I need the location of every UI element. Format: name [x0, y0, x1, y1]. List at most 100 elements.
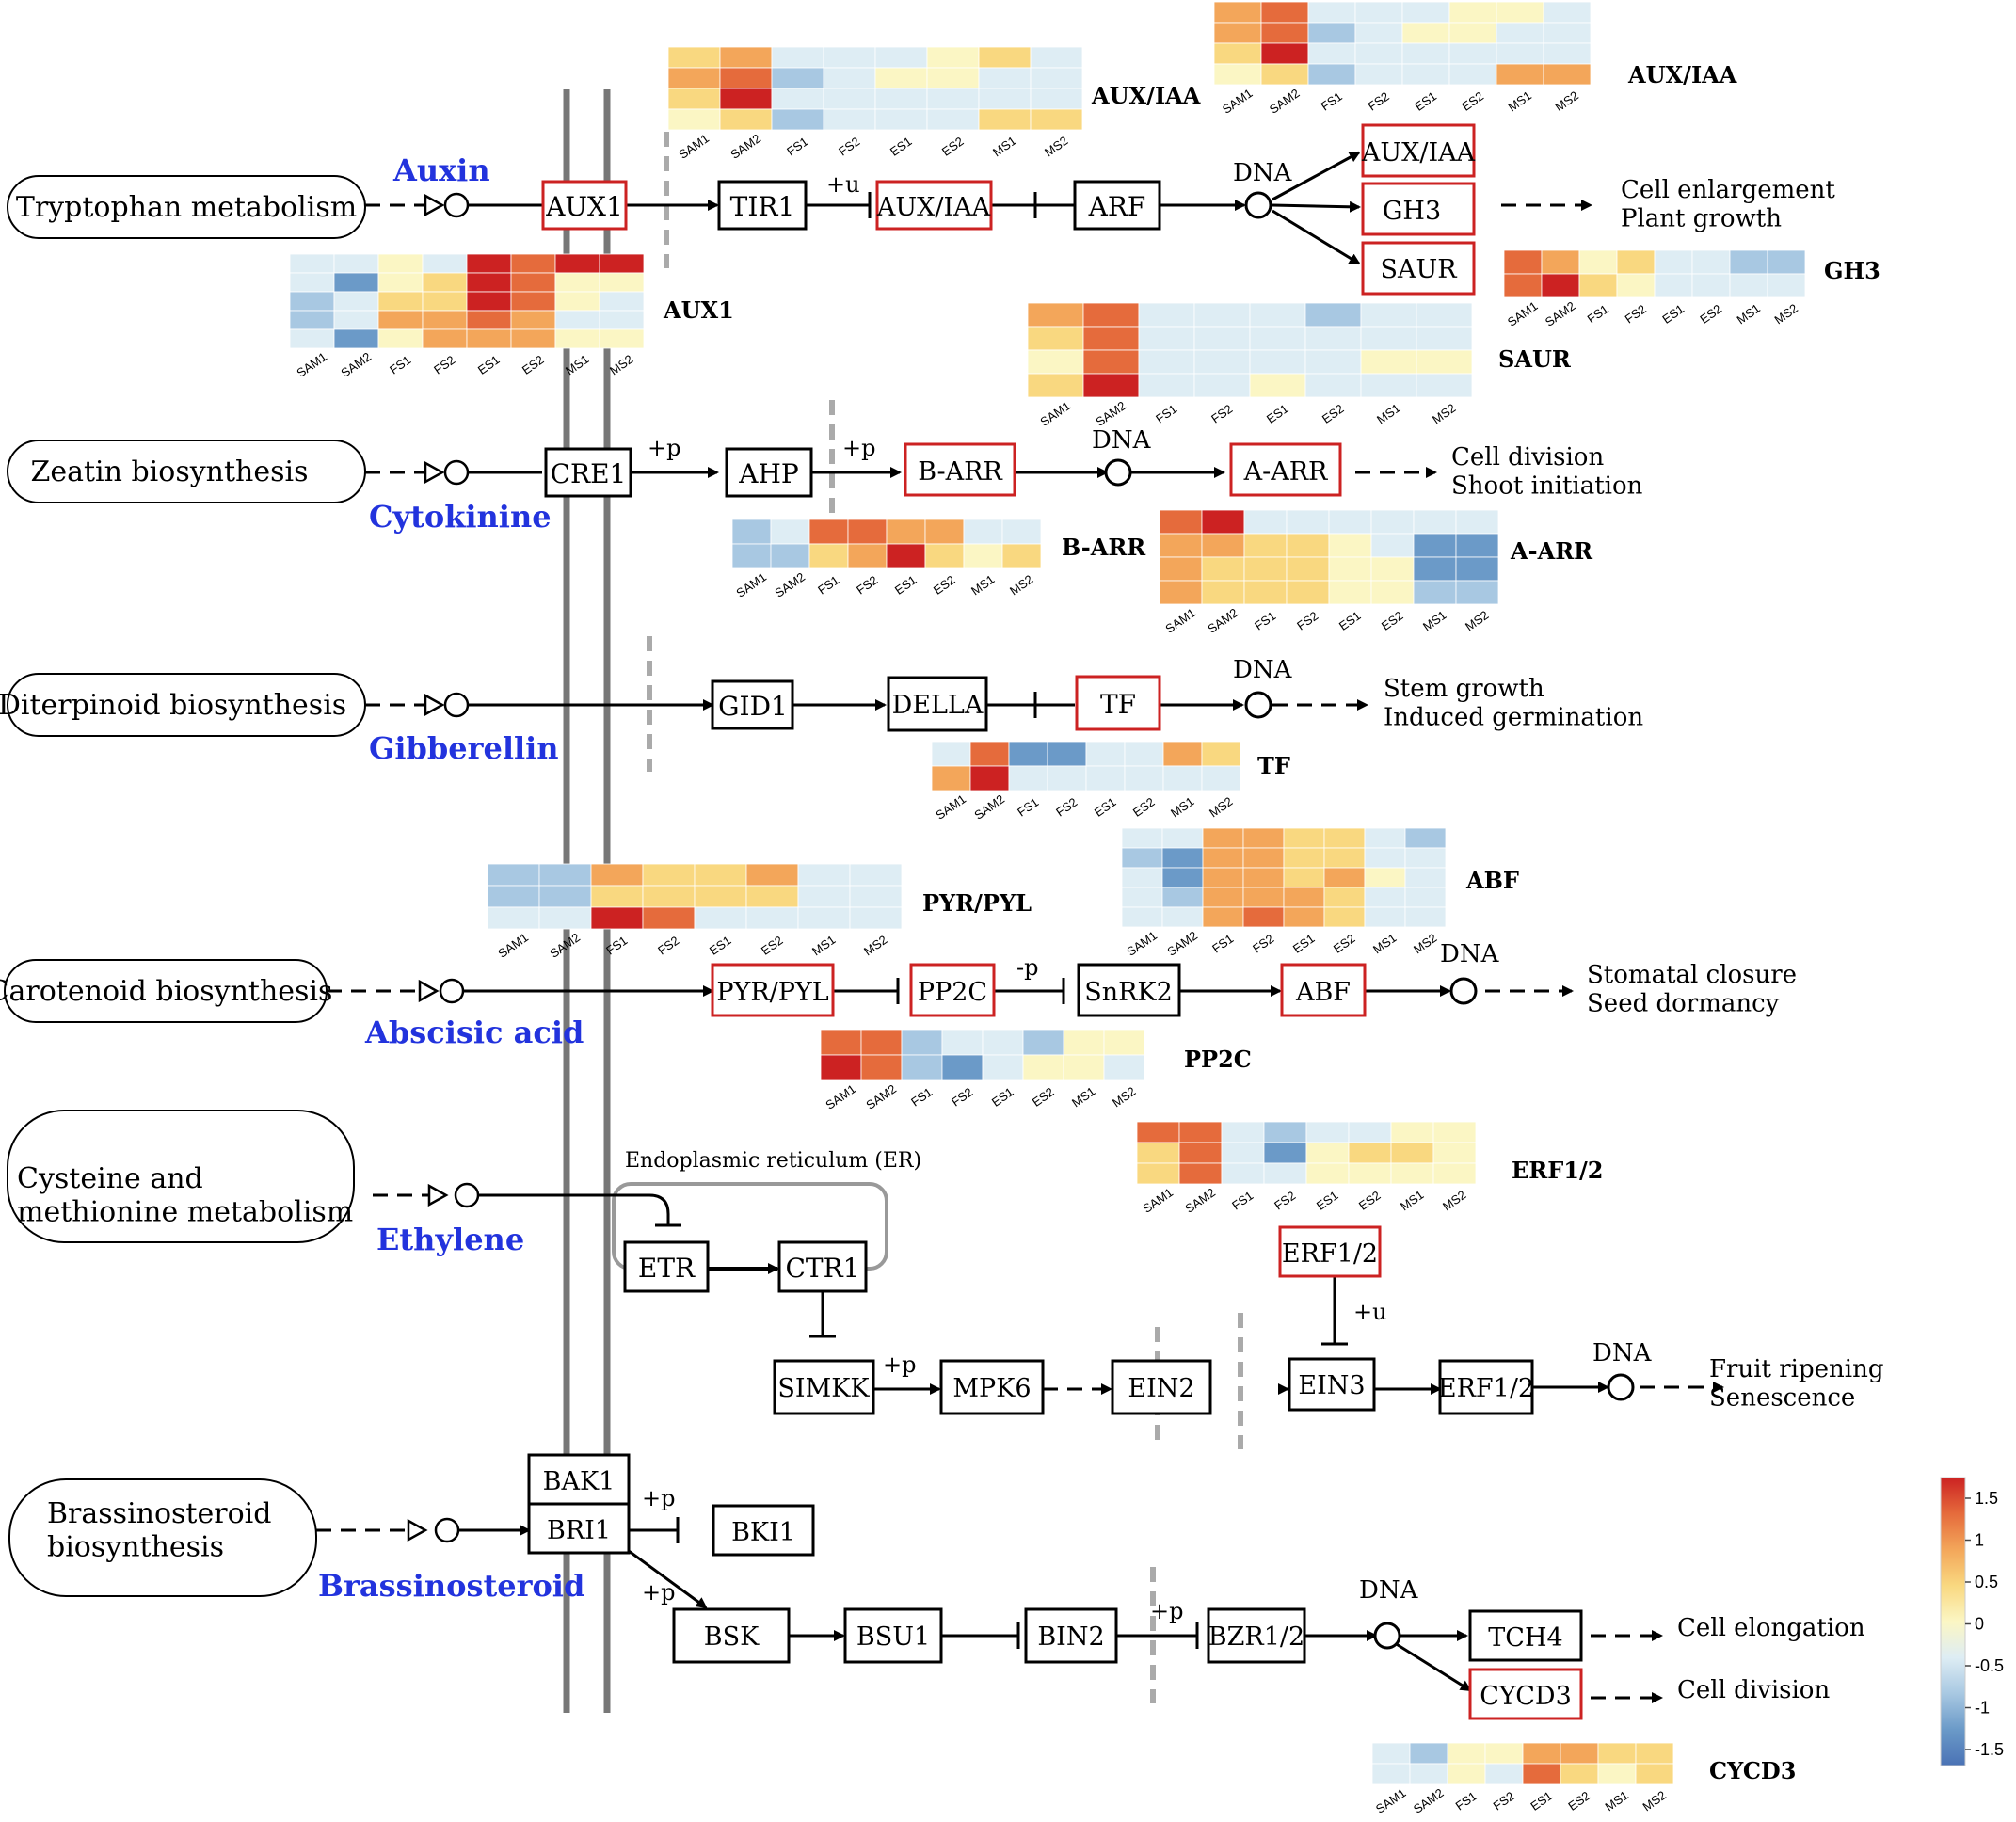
node-auxiaa[interactable]: AUX/IAA: [875, 180, 993, 231]
sample-label: ES2: [939, 134, 967, 158]
node-erf12[interactable]: ERF1/2: [1438, 1359, 1534, 1415]
heatmap-cell: [1201, 556, 1245, 582]
node-ein3[interactable]: EIN3: [1288, 1357, 1376, 1412]
heatmap-cell: [1047, 765, 1087, 791]
outcome-brass-elongation: Cell elongation: [1677, 1614, 1865, 1642]
heatmap-cell: [1522, 1742, 1561, 1765]
heatmap-cell: [1027, 349, 1084, 375]
node-gh3[interactable]: GH3: [1361, 182, 1476, 236]
node-pyrpyl[interactable]: PYR/PYL: [711, 963, 835, 1017]
sample-label: MS1: [1370, 931, 1400, 957]
node-bri1[interactable]: BRI1: [527, 1502, 631, 1555]
svg-text:AUX/IAA: AUX/IAA: [1361, 138, 1476, 168]
heatmap-cell: [771, 67, 824, 89]
heatmap-cell: [1543, 1, 1592, 24]
heatmap-cell: [1404, 906, 1447, 928]
node-bak1[interactable]: BAK1: [527, 1453, 631, 1506]
sample-label: FS2: [836, 135, 862, 159]
node-ctr1[interactable]: CTR1: [777, 1240, 868, 1293]
svg-text:+p: +p: [642, 1579, 675, 1606]
heatmap-cell: [978, 88, 1032, 110]
node-etr[interactable]: ETR: [623, 1240, 710, 1293]
heatmap-cell: [1063, 1054, 1105, 1081]
scale-tick: 1: [1975, 1531, 1984, 1550]
heatmap-cell: [847, 543, 888, 569]
heatmap-cell: [1448, 1, 1497, 24]
node-tf[interactable]: TF: [1075, 675, 1161, 731]
node-tch4[interactable]: TCH4: [1468, 1609, 1583, 1662]
node-barr[interactable]: B-ARR: [904, 442, 1016, 497]
node-bzr12[interactable]: BZR1/2: [1207, 1607, 1306, 1664]
node-gid1[interactable]: GID1: [711, 679, 794, 730]
heatmap-cell: [1027, 302, 1084, 328]
hormone-abscisic-acid: Abscisic acid: [364, 1015, 584, 1050]
heatmap-cell: [1201, 580, 1245, 605]
heatmap-cell: [1242, 827, 1285, 849]
heatmap-cell: [1616, 273, 1656, 298]
heatmap-cell: [823, 88, 876, 110]
heatmap-cell: [377, 291, 424, 312]
node-ahp[interactable]: AHP: [725, 447, 813, 498]
node-erf12-red[interactable]: ERF1/2: [1278, 1225, 1382, 1278]
outcome-brass-division: Cell division: [1677, 1676, 1830, 1704]
node-della[interactable]: DELLA: [887, 676, 988, 732]
node-pp2c[interactable]: PP2C: [909, 963, 996, 1017]
solid-edges: [458, 151, 1609, 1692]
sample-label: ES2: [1030, 1084, 1057, 1109]
node-mpk6[interactable]: MPK6: [939, 1359, 1045, 1415]
node-tir1[interactable]: TIR1: [717, 180, 808, 231]
heatmap-cell: [1201, 741, 1241, 767]
node-cre1[interactable]: CRE1: [544, 447, 632, 498]
heatmap-cell: [642, 906, 696, 930]
node-bin2[interactable]: BIN2: [1024, 1607, 1118, 1664]
heatmap-cell: [377, 310, 424, 330]
heatmap-cell: [1027, 326, 1084, 351]
heatmap-cell: [1348, 1142, 1392, 1164]
node-aarr[interactable]: A-ARR: [1229, 442, 1342, 497]
node-bki1[interactable]: BKI1: [712, 1504, 815, 1557]
node-bsu1[interactable]: BSU1: [843, 1607, 943, 1664]
node-abf[interactable]: ABF: [1280, 963, 1367, 1017]
heatmap-cell: [377, 328, 424, 349]
hormone-ethylene: Ethylene: [376, 1222, 524, 1257]
node-arf[interactable]: ARF: [1073, 180, 1161, 231]
scale-tick: 0: [1975, 1615, 1984, 1634]
heatmap-cell: [926, 88, 980, 110]
heatmap-cell: [1193, 302, 1251, 328]
sample-label: MS2: [1463, 608, 1492, 634]
heatmap-cell: [487, 906, 540, 930]
modification-labels: +u +p +p -p +u +p +p +p +p: [642, 171, 1387, 1624]
svg-text:+p: +p: [642, 1485, 675, 1511]
sample-label: FS2: [1623, 302, 1649, 327]
heatmap-cell: [745, 906, 799, 930]
pathway-tryptophan: Tryptophan metabolism: [7, 175, 366, 239]
heatmap-cell: [1193, 326, 1251, 351]
sample-label: FS1: [1015, 795, 1041, 820]
node-ein2[interactable]: EIN2: [1111, 1359, 1212, 1415]
node-saur[interactable]: SAUR: [1361, 241, 1476, 296]
sample-label: FS1: [784, 135, 810, 159]
heatmap-cell: [1404, 827, 1447, 849]
heatmap-cell: [1597, 1742, 1637, 1765]
node-snrk2[interactable]: SnRK2: [1077, 963, 1181, 1017]
svg-text:BIN2: BIN2: [1037, 1622, 1104, 1652]
heatmap-cell: [1416, 373, 1473, 398]
heatmap-cell: [1401, 63, 1450, 86]
sample-label: MS1: [1374, 401, 1403, 427]
heatmap-cell: [1484, 1763, 1524, 1785]
node-bsk[interactable]: BSK: [672, 1607, 791, 1664]
node-cycd3[interactable]: CYCD3: [1468, 1668, 1583, 1720]
sample-label: ES2: [1565, 1788, 1592, 1813]
heatmap-label: AUX/IAA: [1091, 82, 1201, 109]
node-aux1[interactable]: AUX1: [541, 180, 628, 231]
node-simkk[interactable]: SIMKK: [773, 1359, 875, 1415]
heatmap-cell: [466, 328, 512, 349]
heatmap-cell: [1263, 1142, 1307, 1164]
heatmap-cell: [599, 272, 645, 293]
node-auxiaa-2[interactable]: AUX/IAA: [1361, 123, 1476, 178]
heatmap-cell: [731, 543, 772, 569]
